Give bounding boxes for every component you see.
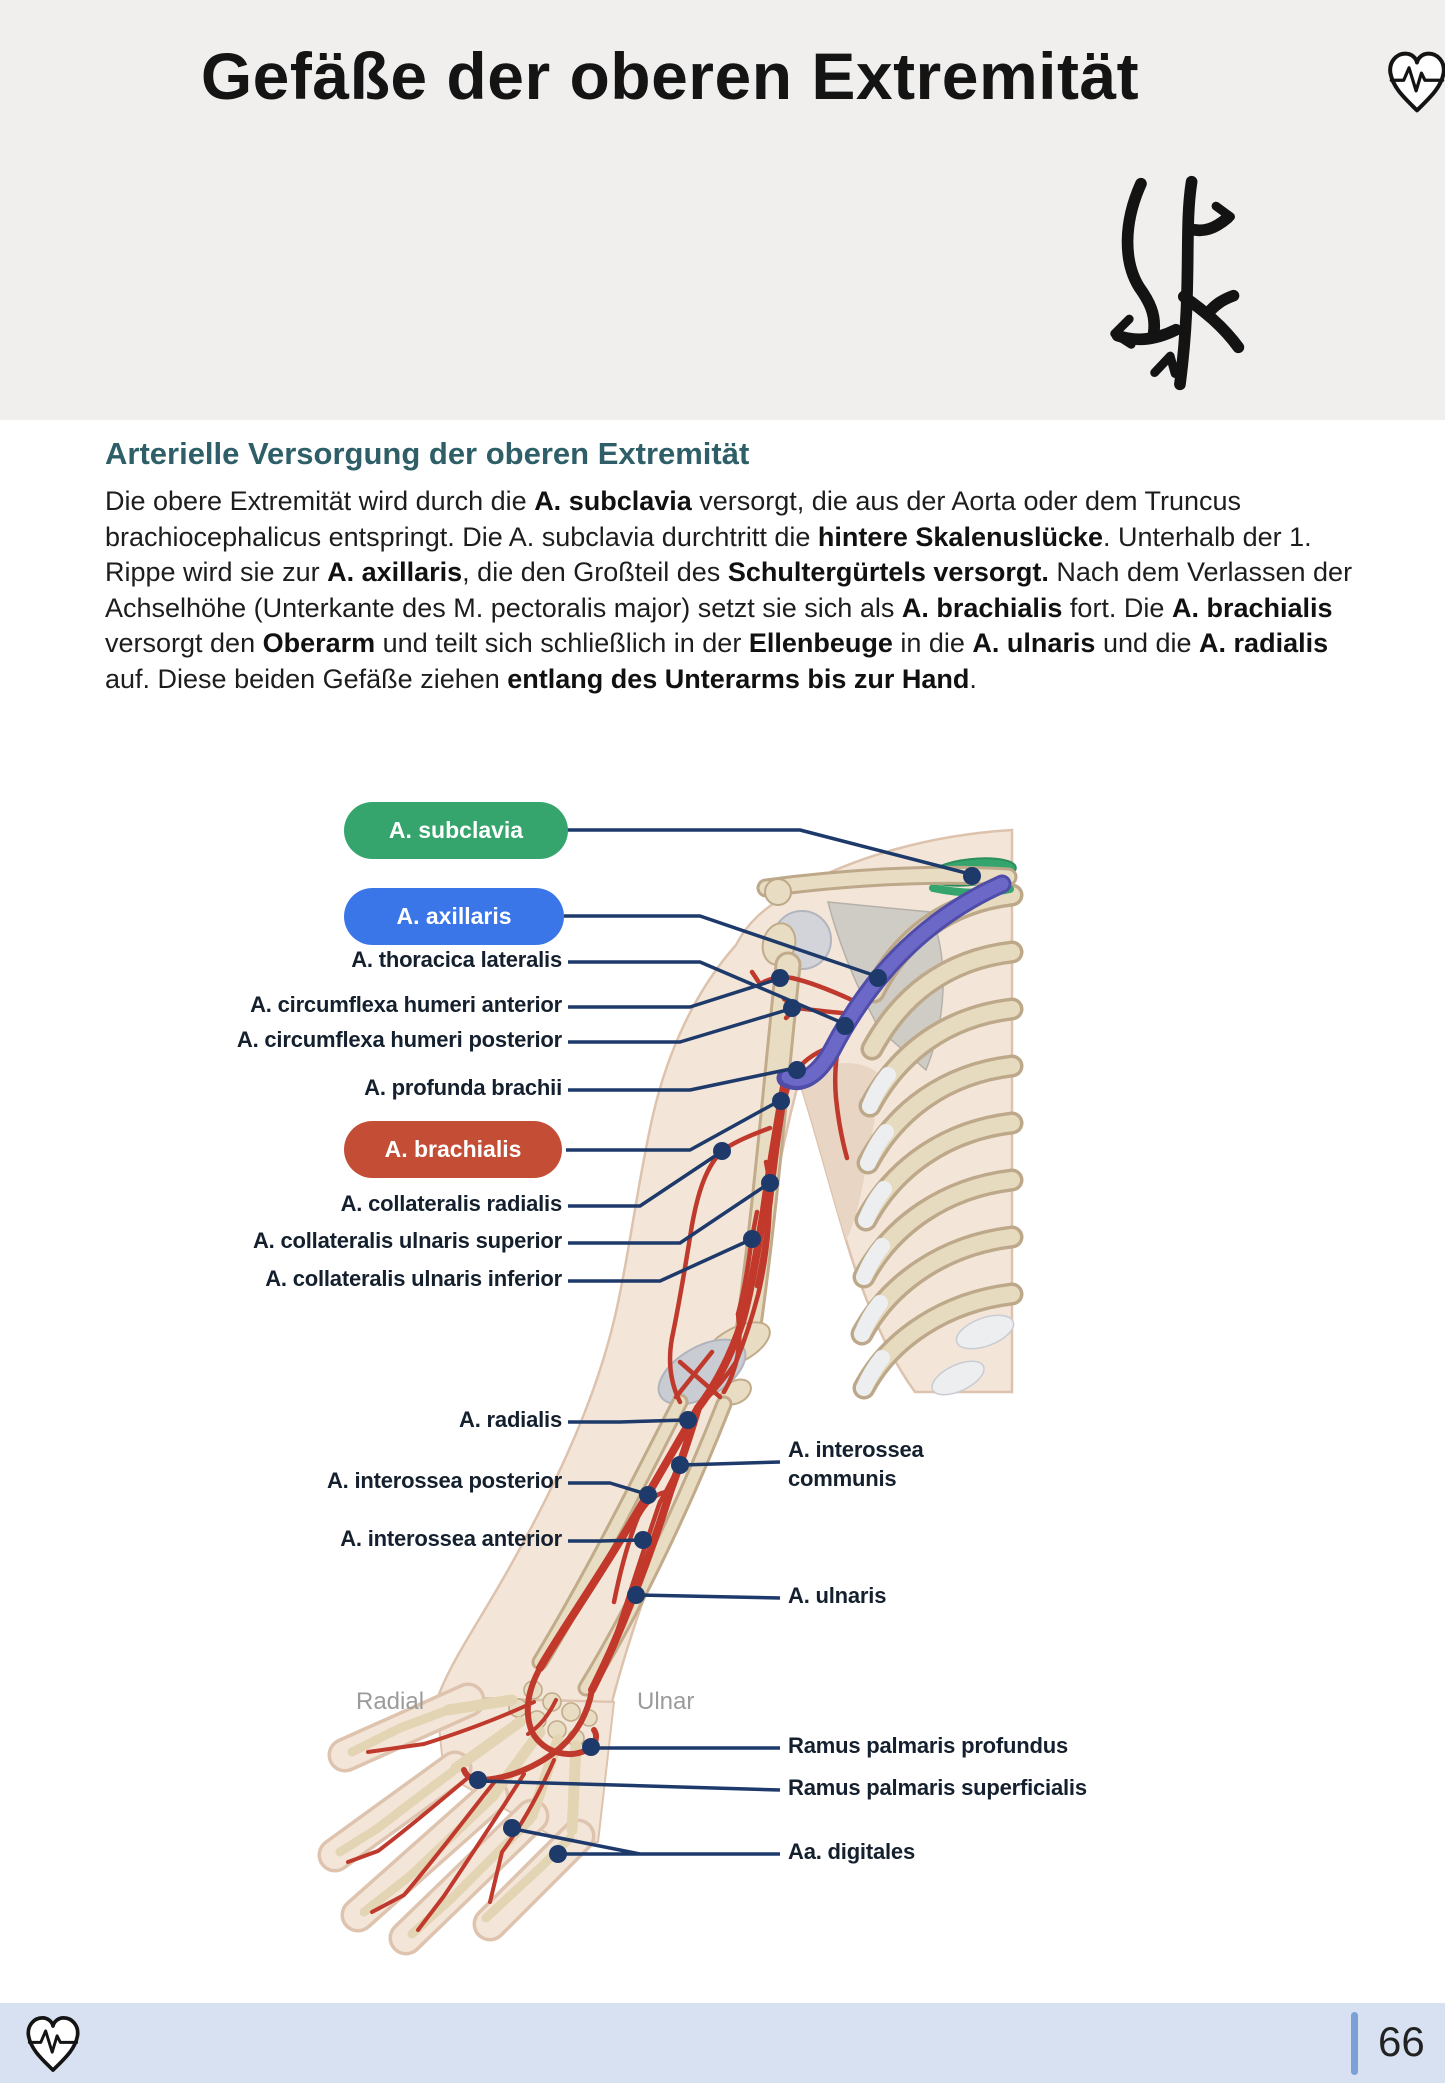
marker-radial: Radial [356,1688,425,1715]
page-title: Gefäße der oberen Extremität [200,39,1140,113]
artery-branches-icon [1110,175,1245,391]
label-ramus-palmaris-superficialis: Ramus palmaris superficialis [788,1775,1087,1800]
ribcage [850,883,1024,1400]
footer-divider-bar [1351,2012,1358,2075]
badge-axillaris: A. axillaris [344,888,564,945]
marker-ulnar: Ulnar [637,1688,695,1715]
label-interossea-anterior: A. interossea anterior [340,1526,562,1551]
heart-ecg-icon [1388,51,1445,113]
label-radialis: A. radialis [459,1407,562,1432]
label-thoracica-lateralis: A. thoracica lateralis [351,947,562,972]
label-collateralis-radialis: A. collateralis radialis [340,1191,563,1216]
section-heading: Arterielle Versorgung der oberen Extremi… [105,436,750,471]
label-circumflexa-anterior: A. circumflexa humeri anterior [250,992,562,1017]
label-collateralis-uln-sup: A. collateralis ulnaris superior [252,1228,562,1253]
label-aa-digitales: Aa. digitales [788,1839,915,1864]
page-number: 66 [1378,2018,1425,2065]
header-band [0,0,1445,420]
leader-dots [469,867,981,1863]
label-collateralis-uln-inf: A. collateralis ulnaris inferior [265,1266,562,1291]
label-interossea-posterior: A. interossea posterior [326,1468,562,1493]
label-circumflexa-posterior: A. circumflexa humeri posterior [236,1027,562,1052]
label-interossea-communis: A. interossea communis [788,1437,924,1491]
footer-band [0,2003,1445,2083]
arteries [346,874,1012,1932]
label-ramus-palmaris-profundus: Ramus palmaris profundus [788,1733,1069,1758]
label-profunda-brachii: A. profunda brachii [364,1075,562,1100]
footer-heart-ecg-icon [26,2016,80,2072]
badge-brachialis: A. brachialis [344,1121,562,1178]
axillaris-artery [776,874,1012,1091]
intro-paragraph: Die obere Extremität wird durch die A. s… [105,486,1353,694]
anatomy-illustration [317,828,1024,1956]
anatomy-figure: A. subclavia A. axillaris A. brachialis … [0,800,1445,2050]
label-ulnaris: A. ulnaris [788,1583,887,1608]
badge-subclavia: A. subclavia [344,802,568,859]
